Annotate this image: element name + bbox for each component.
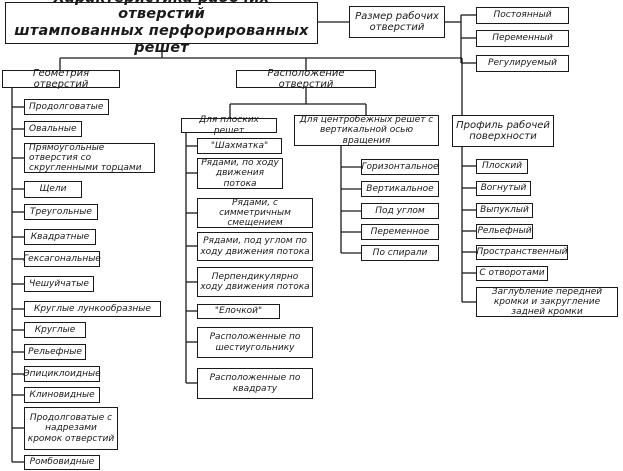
size-item-variable: Переменный — [476, 30, 569, 47]
title-line-2: штампованных перфорированных решет — [14, 23, 309, 56]
flat-item-hexagon-pattern: Расположенные по шестиугольнику — [197, 327, 313, 358]
flat-item-herringbone: "Елочкой" — [197, 304, 280, 319]
size-item-constant: Постоянный — [476, 7, 569, 24]
profile-item-flat: Плоский — [476, 159, 528, 174]
centrifugal-item-variable: Переменное — [361, 224, 439, 240]
flat-item-rows-symmetric: Рядами, с симметричным смещением — [197, 198, 313, 228]
centrifugal-item-spiral: По спирали — [361, 245, 439, 261]
centrifugal-screens-box: Для центробежных решет с вертикальной ос… — [294, 115, 439, 146]
geometry-item-hexagonal: Гексагональные — [23, 251, 101, 267]
flat-item-rows-angled: Рядами, под углом по ходу движения поток… — [197, 232, 313, 261]
profile-category-box: Профиль рабочей поверхности — [452, 115, 554, 147]
geometry-item-scaly: Чешуйчатые — [24, 276, 94, 292]
profile-item-flanged: С отворотами — [476, 266, 548, 281]
title-line-1: Характеристика рабочих отверстий — [54, 0, 270, 23]
size-item-adjustable: Регулируемый — [476, 55, 569, 72]
geometry-item-triangular: Треугольные — [24, 204, 98, 220]
geometry-item-rect-rounded: Прямоугольные отверстия со скругленными … — [24, 143, 155, 173]
geometry-category-box: Геометрия отверстий — [2, 68, 120, 90]
profile-item-relief: Рельефный — [476, 224, 533, 239]
geometry-item-relief: Рельефные — [24, 344, 86, 360]
geometry-item-round: Круглые — [24, 322, 86, 338]
geometry-item-square: Квадратные — [24, 229, 96, 245]
geometry-item-round-dimpled: Круглые лункообразные — [24, 301, 161, 317]
geometry-item-wedge: Клиновидные — [24, 387, 100, 403]
geometry-item-oval: Овальные — [24, 121, 82, 137]
profile-item-spatial: Пространственный — [476, 245, 568, 260]
flat-item-rows-along-flow: Рядами, по ходу движения потока — [197, 158, 283, 189]
centrifugal-item-vertical: Вертикальное — [361, 181, 439, 197]
diagram-title-box: Характеристика рабочих отверстий штампов… — [5, 0, 318, 56]
profile-item-concave: Вогнутый — [476, 181, 531, 196]
geometry-item-oblong-notched: Продолговатые с надрезами кромок отверст… — [24, 407, 118, 450]
geometry-item-rhombic: Ромбовидные — [24, 455, 100, 470]
geometry-item-slots: Щели — [24, 181, 82, 198]
flat-item-square-pattern: Расположенные по квадрату — [197, 368, 313, 399]
flat-item-perpendicular: Перпендикулярно ходу движения потока — [197, 267, 313, 297]
flat-item-checkerboard: "Шахматка" — [197, 138, 282, 154]
geometry-item-epicycloidal: Эпициклоидные — [23, 366, 101, 382]
centrifugal-item-horizontal: Горизонтальное — [361, 159, 439, 175]
geometry-item-oblong: Продолговатые — [24, 99, 109, 115]
arrangement-category-box: Расположение отверстий — [236, 68, 376, 90]
profile-item-edge-treatment: Заглубление передней кромки и закруглени… — [476, 287, 618, 317]
profile-item-convex: Выпуклый — [476, 203, 533, 218]
size-category-box: Размер рабочих отверстий — [349, 6, 445, 38]
centrifugal-item-angled: Под углом — [361, 203, 439, 219]
flat-screens-box: Для плоских решет — [181, 115, 277, 136]
